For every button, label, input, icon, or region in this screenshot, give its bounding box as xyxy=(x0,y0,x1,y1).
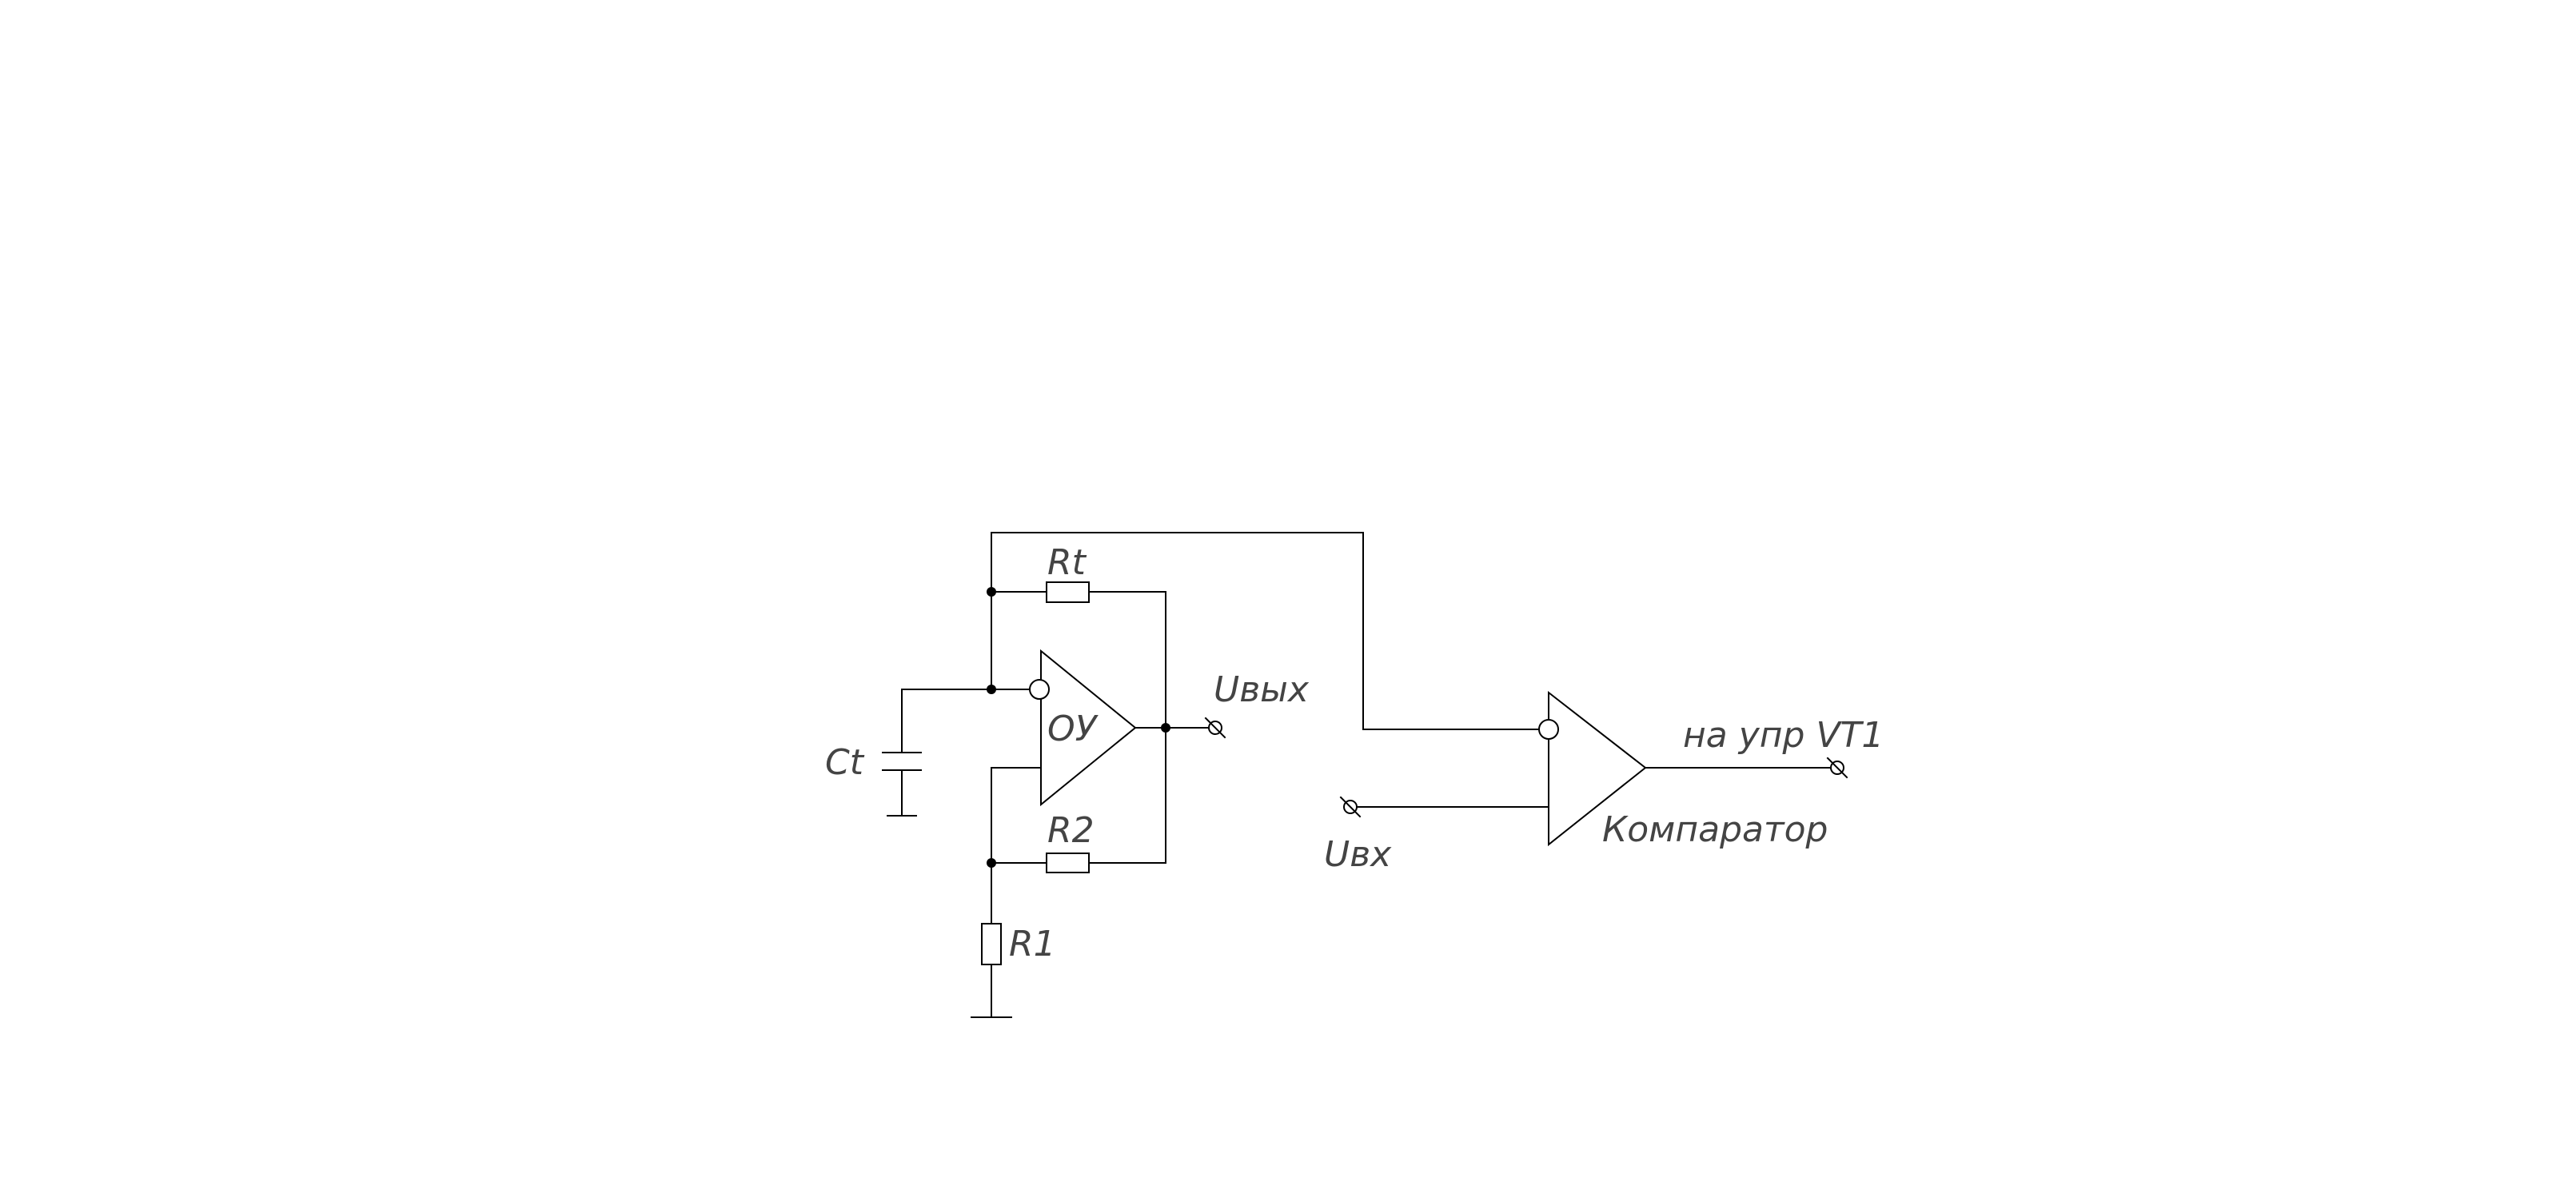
terminal-uout xyxy=(1204,717,1226,739)
resistor-r1 xyxy=(981,923,1002,965)
junction-r2 xyxy=(987,858,996,868)
wire-rt-branch xyxy=(991,591,1166,727)
terminal-control xyxy=(1826,757,1848,779)
label-ct: Ct xyxy=(825,742,865,783)
comparator-inverting-circle xyxy=(1538,719,1559,740)
label-uout: Uвых xyxy=(1214,669,1310,710)
label-control: на упр VT1 xyxy=(1683,715,1884,756)
label-comparator: Компаратор xyxy=(1602,809,1828,850)
junction-inverting xyxy=(987,685,996,694)
terminal-uin xyxy=(1339,796,1362,818)
opamp-inverting-circle xyxy=(1029,679,1050,700)
junction-dots xyxy=(987,587,1170,868)
resistor-rt xyxy=(1046,581,1090,603)
label-r1: R1 xyxy=(1009,924,1056,964)
capacitor-ct xyxy=(882,752,922,817)
label-uin: Uвх xyxy=(1324,834,1392,875)
wiring xyxy=(901,532,1836,1018)
comparator-triangle xyxy=(1548,690,1647,847)
junction-output xyxy=(1161,723,1170,733)
wire-r2-branch xyxy=(991,727,1166,864)
label-rt: Rt xyxy=(1047,542,1087,583)
junction-top xyxy=(987,587,996,597)
label-r2: R2 xyxy=(1047,810,1095,851)
wire-opamp-noninverting xyxy=(991,767,1042,862)
resistor-r2 xyxy=(1046,853,1090,873)
opamp-triangle xyxy=(1040,649,1137,807)
wire-ct-branch xyxy=(901,689,992,817)
label-opamp: ОУ xyxy=(1047,709,1099,749)
